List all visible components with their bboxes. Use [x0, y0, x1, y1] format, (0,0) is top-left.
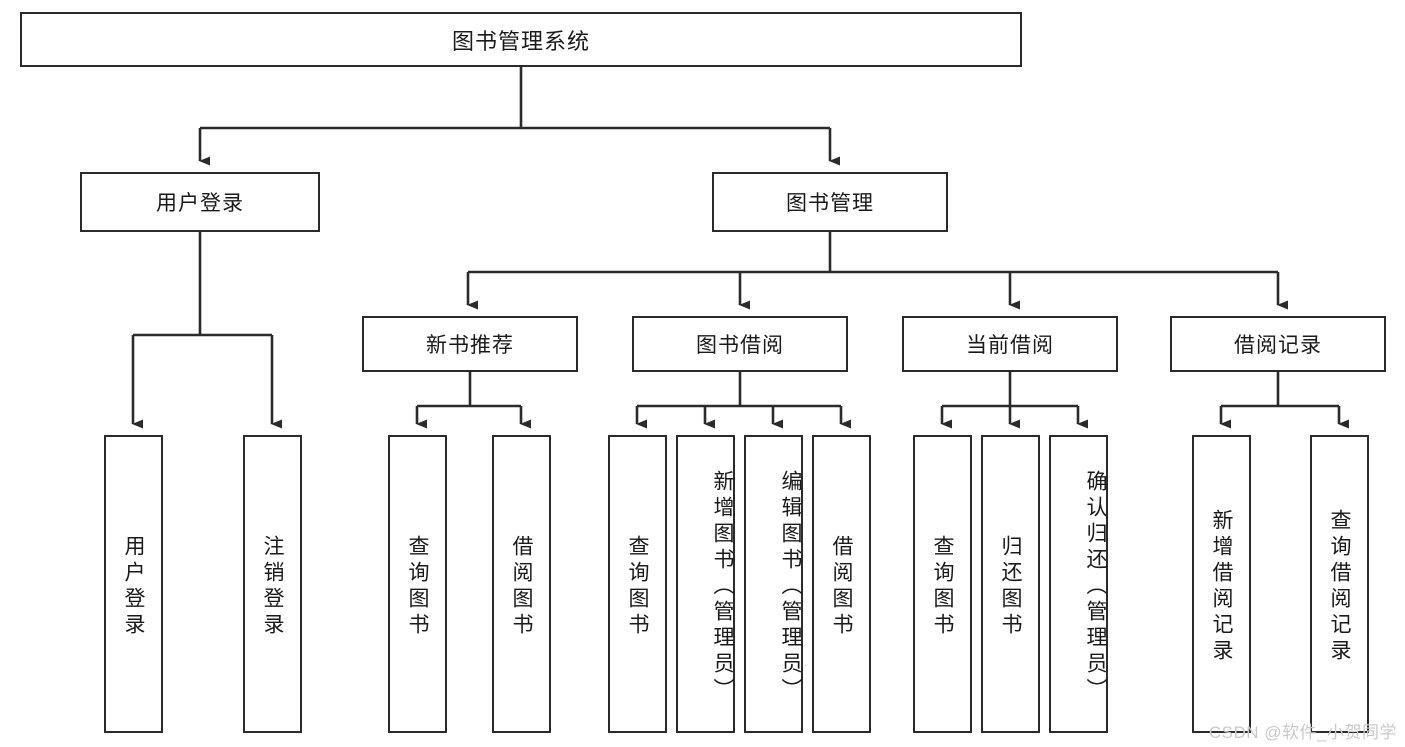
node-user-login[interactable]: 用户登录 [80, 172, 320, 232]
leaf-query-borrow-record[interactable]: 查询借阅记录 [1310, 435, 1369, 733]
node-book-borrow[interactable]: 图书借阅 [632, 316, 848, 372]
leaf-return-book[interactable]: 归还图书 [981, 435, 1040, 733]
leaf-logout[interactable]: 注销登录 [243, 435, 302, 733]
leaf-confirm-return-admin[interactable]: 确认归还（管理员） [1049, 435, 1108, 733]
leaf-query-book-new[interactable]: 查询图书 [388, 435, 447, 733]
node-new-book-recommend[interactable]: 新书推荐 [362, 316, 578, 372]
node-borrow-record[interactable]: 借阅记录 [1170, 316, 1386, 372]
node-root[interactable]: 图书管理系统 [20, 12, 1022, 67]
leaf-edit-book-admin[interactable]: 编辑图书（管理员） [744, 435, 803, 733]
leaf-user-login[interactable]: 用户登录 [104, 435, 163, 733]
leaf-add-book-admin[interactable]: 新增图书（管理员） [676, 435, 735, 733]
node-book-management[interactable]: 图书管理 [712, 172, 948, 232]
watermark: CSDN @软件_小贺同学 [1208, 723, 1397, 742]
leaf-query-book[interactable]: 查询图书 [608, 435, 667, 733]
leaf-borrow-book[interactable]: 借阅图书 [812, 435, 871, 733]
leaf-query-book-current[interactable]: 查询图书 [913, 435, 972, 733]
node-current-borrow[interactable]: 当前借阅 [902, 316, 1118, 372]
leaf-add-borrow-record[interactable]: 新增借阅记录 [1192, 435, 1251, 733]
leaf-borrow-book-new[interactable]: 借阅图书 [492, 435, 551, 733]
